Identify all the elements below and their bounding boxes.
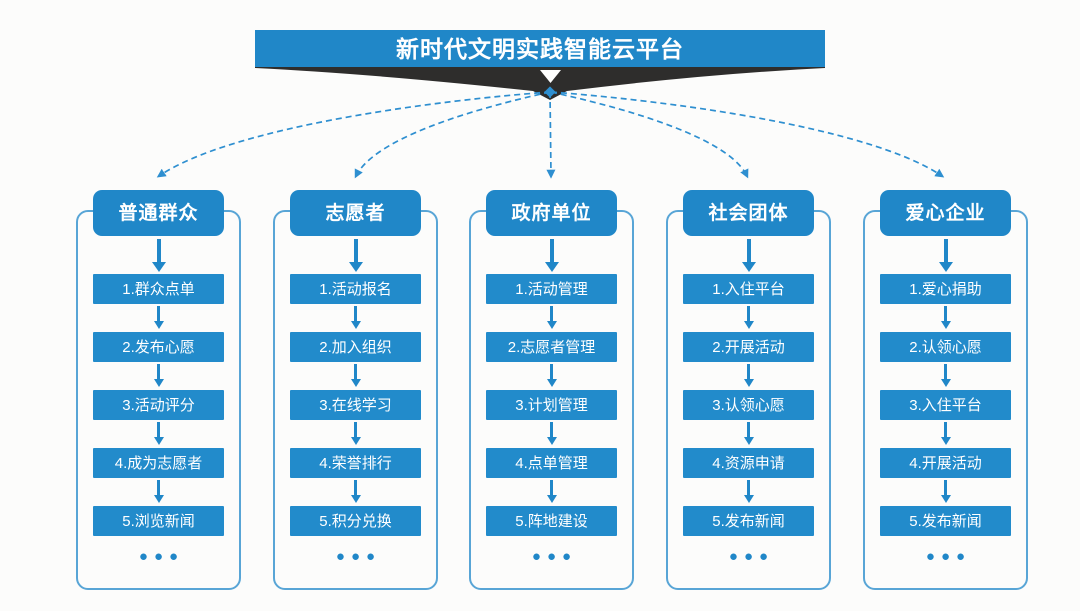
flow-step: 5.浏览新闻 bbox=[93, 506, 224, 536]
more-ellipsis: ●●● bbox=[138, 548, 185, 565]
down-arrow-icon bbox=[743, 480, 754, 503]
more-ellipsis: ●●● bbox=[728, 548, 775, 565]
flow-step: 1.活动报名 bbox=[290, 274, 421, 304]
flow-step: 5.积分兑换 bbox=[290, 506, 421, 536]
flow-step: 2.认领心愿 bbox=[880, 332, 1011, 362]
flow-step: 1.活动管理 bbox=[486, 274, 617, 304]
flow-step: 3.入住平台 bbox=[880, 390, 1011, 420]
column-ordinary-masses: 普通群众 1.群众点单 2.发布心愿 3.活动评分 4.成为志愿者 5.浏览新闻… bbox=[60, 185, 257, 595]
flow-step: 2.加入组织 bbox=[290, 332, 421, 362]
column-volunteers: 志愿者 1.活动报名 2.加入组织 3.在线学习 4.荣誉排行 5.积分兑换 ●… bbox=[257, 185, 454, 595]
column-social-organizations: 社会团体 1.入住平台 2.开展活动 3.认领心愿 4.资源申请 5.发布新闻 … bbox=[650, 185, 847, 595]
flow-step: 1.入住平台 bbox=[683, 274, 814, 304]
flow-step: 1.群众点单 bbox=[93, 274, 224, 304]
down-arrow-icon bbox=[153, 306, 164, 329]
down-arrow-icon bbox=[940, 364, 951, 387]
down-arrow-icon bbox=[546, 422, 557, 445]
connector-col-2 bbox=[354, 91, 551, 179]
flow-step: 4.资源申请 bbox=[683, 448, 814, 478]
column-government-units: 政府单位 1.活动管理 2.志愿者管理 3.计划管理 4.点单管理 5.阵地建设… bbox=[453, 185, 650, 595]
banner-ribbon bbox=[255, 67, 825, 100]
column-header: 爱心企业 bbox=[880, 190, 1011, 236]
down-arrow-icon bbox=[540, 70, 561, 83]
down-arrow-icon bbox=[544, 239, 559, 272]
flow-step: 5.阵地建设 bbox=[486, 506, 617, 536]
hub-dot bbox=[544, 86, 556, 98]
down-arrow-icon bbox=[743, 306, 754, 329]
flow-step: 3.活动评分 bbox=[93, 390, 224, 420]
flow-step: 4.成为志愿者 bbox=[93, 448, 224, 478]
column-header: 志愿者 bbox=[290, 190, 421, 236]
flow-step: 2.发布心愿 bbox=[93, 332, 224, 362]
column-header: 社会团体 bbox=[683, 190, 814, 236]
column-header: 普通群众 bbox=[93, 190, 224, 236]
ribbon-shape bbox=[255, 67, 825, 100]
down-arrow-icon bbox=[350, 306, 361, 329]
flow-step: 4.荣誉排行 bbox=[290, 448, 421, 478]
down-arrow-icon bbox=[743, 364, 754, 387]
flow-step: 2.志愿者管理 bbox=[486, 332, 617, 362]
flow-step: 4.开展活动 bbox=[880, 448, 1011, 478]
down-arrow-icon bbox=[153, 364, 164, 387]
down-arrow-icon bbox=[940, 480, 951, 503]
connector-col-3 bbox=[546, 91, 556, 179]
down-arrow-icon bbox=[741, 239, 756, 272]
flow-step: 3.认领心愿 bbox=[683, 390, 814, 420]
flow-step: 1.爱心捐助 bbox=[880, 274, 1011, 304]
down-arrow-icon bbox=[350, 480, 361, 503]
flow-step: 5.发布新闻 bbox=[880, 506, 1011, 536]
more-ellipsis: ●●● bbox=[335, 548, 382, 565]
connector-col-5 bbox=[550, 91, 945, 178]
flow-step: 3.在线学习 bbox=[290, 390, 421, 420]
down-arrow-icon bbox=[546, 364, 557, 387]
flow-step: 3.计划管理 bbox=[486, 390, 617, 420]
down-arrow-icon bbox=[938, 239, 953, 272]
down-arrow-icon bbox=[546, 480, 557, 503]
down-arrow-icon bbox=[940, 422, 951, 445]
flow-step: 4.点单管理 bbox=[486, 448, 617, 478]
column-header: 政府单位 bbox=[486, 190, 617, 236]
down-arrow-icon bbox=[350, 422, 361, 445]
more-ellipsis: ●●● bbox=[531, 548, 578, 565]
platform-title-banner: 新时代文明实践智能云平台 bbox=[255, 30, 825, 68]
down-arrow-icon bbox=[546, 306, 557, 329]
connector-col-4 bbox=[550, 91, 749, 179]
down-arrow-icon bbox=[151, 239, 166, 272]
more-ellipsis: ●●● bbox=[925, 548, 972, 565]
flow-step: 2.开展活动 bbox=[683, 332, 814, 362]
down-arrow-icon bbox=[350, 364, 361, 387]
connector-col-1 bbox=[156, 91, 551, 178]
down-arrow-icon bbox=[153, 422, 164, 445]
down-arrow-icon bbox=[743, 422, 754, 445]
down-arrow-icon bbox=[940, 306, 951, 329]
column-caring-enterprises: 爱心企业 1.爱心捐助 2.认领心愿 3.入住平台 4.开展活动 5.发布新闻 … bbox=[847, 185, 1044, 595]
connector-lines bbox=[156, 86, 945, 179]
flow-step: 5.发布新闻 bbox=[683, 506, 814, 536]
down-arrow-icon bbox=[153, 480, 164, 503]
down-arrow-icon bbox=[348, 239, 363, 272]
